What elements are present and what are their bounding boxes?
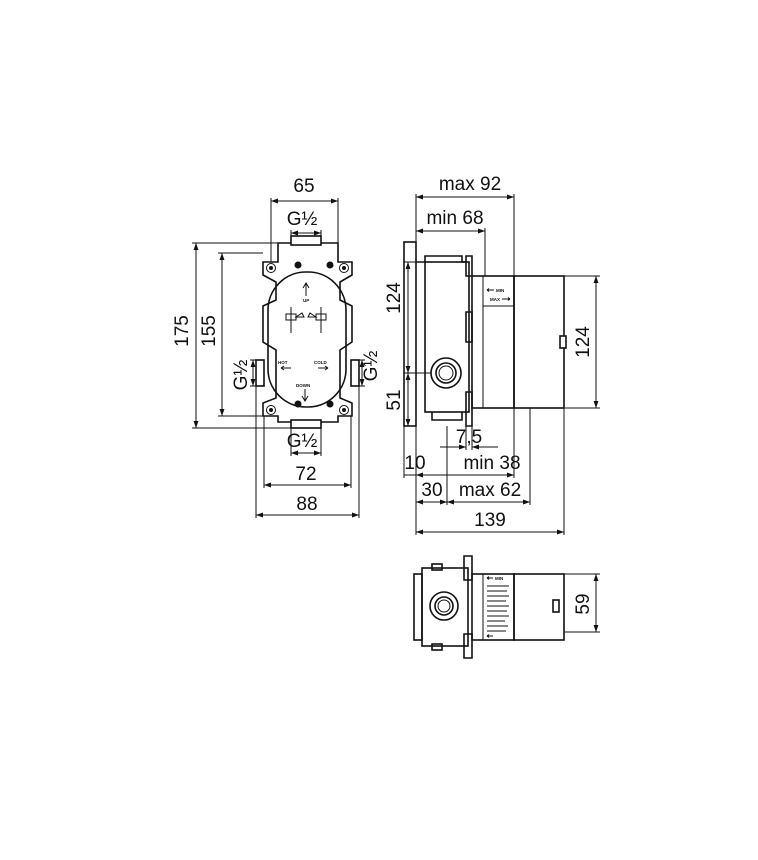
- mounting-bracket: UP HOT COLD DOWN: [255, 235, 360, 429]
- dim-139: 139: [416, 408, 565, 535]
- front-view: UP HOT COLD DOWN 65 G½: [172, 176, 382, 518]
- dim-max62-text: max 62: [459, 480, 521, 501]
- dim-min68-text: min 68: [426, 208, 483, 229]
- valve-body-top: MIN: [413, 555, 565, 659]
- dim-min38-text: min 38: [463, 453, 520, 474]
- dim-g12-top-text: G½: [287, 209, 318, 230]
- dim-175-text: 175: [172, 315, 193, 347]
- dim-g12-left-text: G½: [231, 360, 252, 391]
- dim-max-92: max 92: [415, 174, 515, 276]
- dim-g12-right-text: G½: [361, 351, 382, 382]
- dim-thread-bottom: G½: [287, 428, 322, 456]
- dim-155-text: 155: [199, 315, 220, 347]
- dim-thread-left: G½: [231, 359, 256, 391]
- dim-59-text: 59: [573, 593, 594, 614]
- dim-65-text: 65: [293, 176, 314, 197]
- hot-label: HOT: [278, 360, 288, 365]
- cold-label: COLD: [314, 360, 327, 365]
- dim-7-5-text: 7,5: [456, 427, 482, 448]
- dim-10-text: 10: [404, 453, 425, 474]
- dim-min-68: min 68: [416, 208, 486, 276]
- dim-124-right-text: 124: [573, 326, 594, 358]
- dim-width-88: 88: [255, 386, 360, 518]
- down-label: DOWN: [296, 383, 310, 388]
- top-view: MIN 59: [413, 555, 600, 659]
- dim-124-left-text: 124: [384, 282, 405, 314]
- dim-59: 59: [564, 573, 600, 633]
- max-label-side: MAX: [490, 297, 500, 302]
- dim-30-text: 30: [421, 480, 442, 501]
- dim-139-text: 139: [474, 510, 506, 531]
- dim-30-max62: 30 max 62: [416, 408, 531, 505]
- side-view: MIN MAX max 92 min 68 124: [384, 174, 600, 535]
- dim-thread-right: G½: [359, 351, 382, 387]
- up-label: UP: [303, 298, 309, 303]
- valve-body-side: MIN MAX: [403, 241, 567, 427]
- dim-max92-text: max 92: [439, 174, 501, 195]
- dim-height-175: 175: [172, 242, 291, 429]
- dim-7-5: 7,5: [440, 426, 498, 450]
- dim-10-min38: 10 min 38: [403, 408, 521, 535]
- dim-124-left: 124: [384, 261, 431, 374]
- dim-124-right: 124: [564, 275, 600, 409]
- min-label-top: MIN: [495, 576, 503, 581]
- dim-thread-top: G½: [287, 209, 322, 236]
- dim-51: 51: [384, 373, 411, 426]
- dim-width-72: 72: [263, 416, 352, 488]
- dim-g12-bottom-text: G½: [287, 431, 318, 452]
- dim-width-65: 65: [270, 176, 339, 262]
- dim-51-text: 51: [384, 389, 405, 410]
- sticker-text-lines: [487, 585, 509, 632]
- dim-88-text: 88: [296, 494, 317, 515]
- dim-height-155: 155: [199, 252, 263, 417]
- min-label-side: MIN: [496, 288, 504, 293]
- dim-72-text: 72: [295, 464, 316, 485]
